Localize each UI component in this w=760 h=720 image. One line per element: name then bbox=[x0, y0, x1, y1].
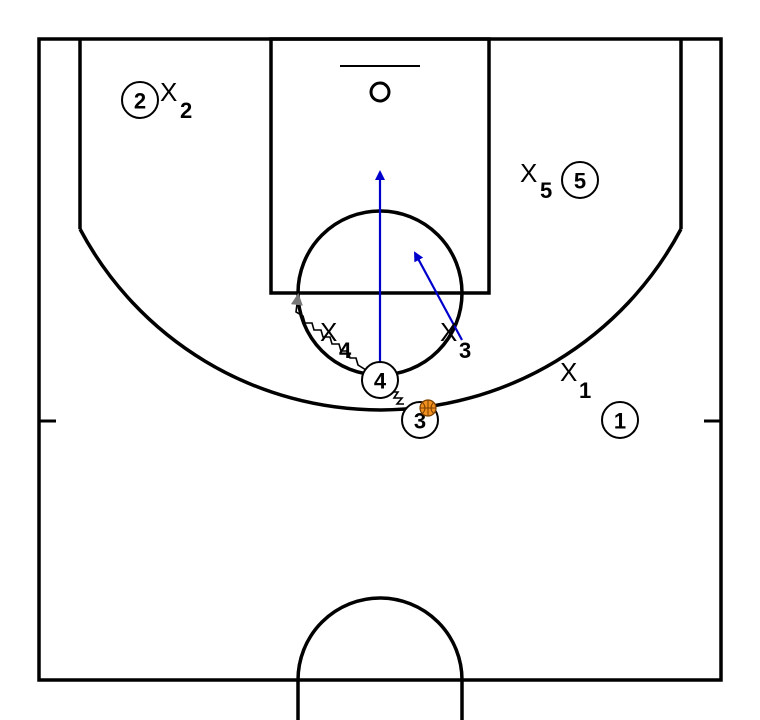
actions bbox=[290, 170, 463, 405]
defender-x4: X 4 bbox=[320, 317, 352, 363]
defender-mark: X bbox=[440, 317, 457, 347]
dribble-path-player-3 bbox=[290, 293, 404, 405]
defender-mark: X bbox=[520, 158, 537, 188]
player-number: 2 bbox=[134, 89, 146, 114]
defender-number: 3 bbox=[459, 338, 471, 363]
player-1: 1 bbox=[601, 401, 639, 439]
player-2: 2 bbox=[121, 81, 159, 119]
defender-number: 1 bbox=[579, 378, 591, 403]
defender-number: 4 bbox=[339, 338, 352, 363]
hoop-icon bbox=[369, 81, 391, 103]
center-circle bbox=[296, 596, 464, 720]
defender-x3: X 3 bbox=[440, 317, 471, 363]
player-number: 4 bbox=[374, 369, 387, 394]
offense: 2 5 1 4 3 bbox=[121, 81, 639, 439]
player-4: 4 bbox=[361, 361, 399, 399]
player-number: 5 bbox=[574, 169, 586, 194]
three-point-arc bbox=[78, 228, 683, 412]
player-number: 1 bbox=[614, 409, 626, 434]
defender-mark: X bbox=[160, 77, 177, 107]
defender-x1: X 1 bbox=[560, 357, 591, 403]
player-5: 5 bbox=[561, 161, 599, 199]
defender-number: 5 bbox=[540, 178, 552, 203]
defender-number: 2 bbox=[180, 98, 192, 123]
defender-mark: X bbox=[320, 317, 337, 347]
defender-x5: X 5 bbox=[520, 158, 552, 203]
defender-mark: X bbox=[560, 357, 577, 387]
defender-x2: X 2 bbox=[160, 77, 192, 123]
basketball-icon bbox=[419, 399, 437, 417]
defense: X 2 X 5 X 1 X 3 X 4 bbox=[160, 77, 591, 403]
cut-arrow-defender-3 bbox=[414, 251, 463, 341]
